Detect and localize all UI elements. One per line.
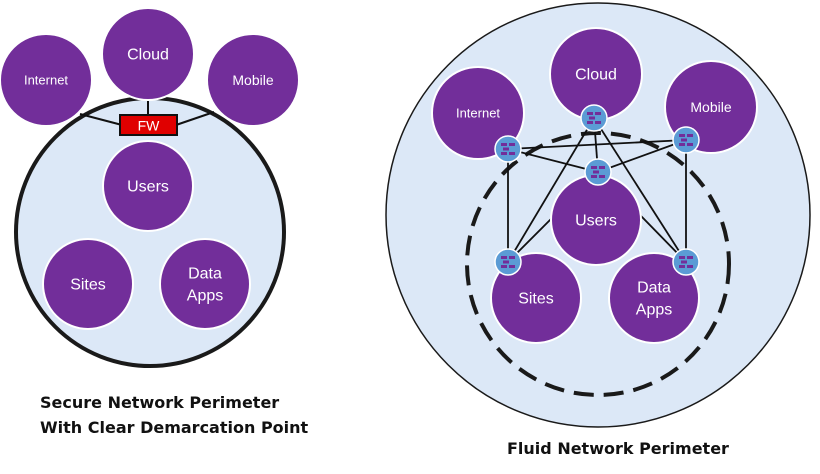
left-caption-line-1: Secure Network Perimeter	[40, 393, 280, 412]
right-dashed-perimeter	[465, 131, 731, 397]
right-connector-sites	[494, 248, 522, 276]
left-node-users: Users	[102, 140, 194, 232]
firewall-icon	[591, 166, 605, 178]
right-node-sites-label: Sites	[518, 291, 554, 308]
right-connector-users	[584, 158, 612, 186]
firewall-icon	[587, 112, 601, 124]
right-caption-text: Fluid Network Perimeter	[507, 439, 729, 458]
left-node-sites-label: Sites	[70, 277, 106, 294]
left-node-internet: Internet	[0, 33, 93, 127]
left-node-data-apps-label-2: Apps	[187, 288, 223, 305]
left-firewall: FW	[119, 114, 178, 136]
right-node-data-apps-label-2: Apps	[636, 302, 672, 319]
left-link-internet-fw	[79, 113, 123, 126]
firewall-icon	[679, 256, 693, 268]
right-connector-internet	[494, 135, 522, 163]
right-connector-cloud	[580, 104, 608, 132]
right-node-mobile-label: Mobile	[690, 99, 731, 115]
right-node-users-label: Users	[575, 213, 617, 230]
right-connector-mobile	[672, 126, 700, 154]
left-caption-line-2: With Clear Demarcation Point	[40, 418, 309, 437]
firewall-icon	[501, 256, 515, 268]
left-node-mobile: Mobile	[206, 33, 300, 127]
right-node-internet: Internet	[431, 66, 525, 160]
firewall-icon	[501, 143, 515, 155]
left-caption: Secure Network Perimeter With Clear Dema…	[40, 390, 308, 440]
left-node-mobile-label: Mobile	[232, 72, 273, 88]
left-node-data-apps-label-1: Data	[188, 266, 222, 283]
right-node-cloud-label: Cloud	[575, 67, 617, 84]
left-node-cloud: Cloud	[101, 7, 195, 101]
left-node-users-label: Users	[127, 179, 169, 196]
right-connector-data-apps	[672, 248, 700, 276]
right-diagram: Internet Cloud Mobile Users Sites Data A…	[385, 2, 811, 428]
left-node-cloud-label: Cloud	[127, 47, 169, 64]
firewall-label: FW	[138, 118, 161, 134]
right-caption: Fluid Network Perimeter	[507, 436, 729, 461]
right-node-sites: Sites	[490, 252, 582, 344]
right-node-data-apps: Data Apps	[608, 252, 700, 344]
left-perimeter-circle	[14, 96, 286, 368]
left-diagram: Internet Cloud Mobile FW Users Sites Dat…	[0, 7, 300, 368]
left-link-mobile-fw	[175, 111, 215, 126]
right-node-data-apps-label-1: Data	[637, 280, 671, 297]
left-node-internet-label: Internet	[24, 73, 68, 88]
left-node-data-apps: Data Apps	[159, 238, 251, 330]
firewall-box	[119, 114, 178, 136]
right-node-users: Users	[550, 174, 642, 266]
left-node-sites: Sites	[42, 238, 134, 330]
firewall-icon	[679, 134, 693, 146]
right-node-internet-label: Internet	[456, 106, 500, 121]
